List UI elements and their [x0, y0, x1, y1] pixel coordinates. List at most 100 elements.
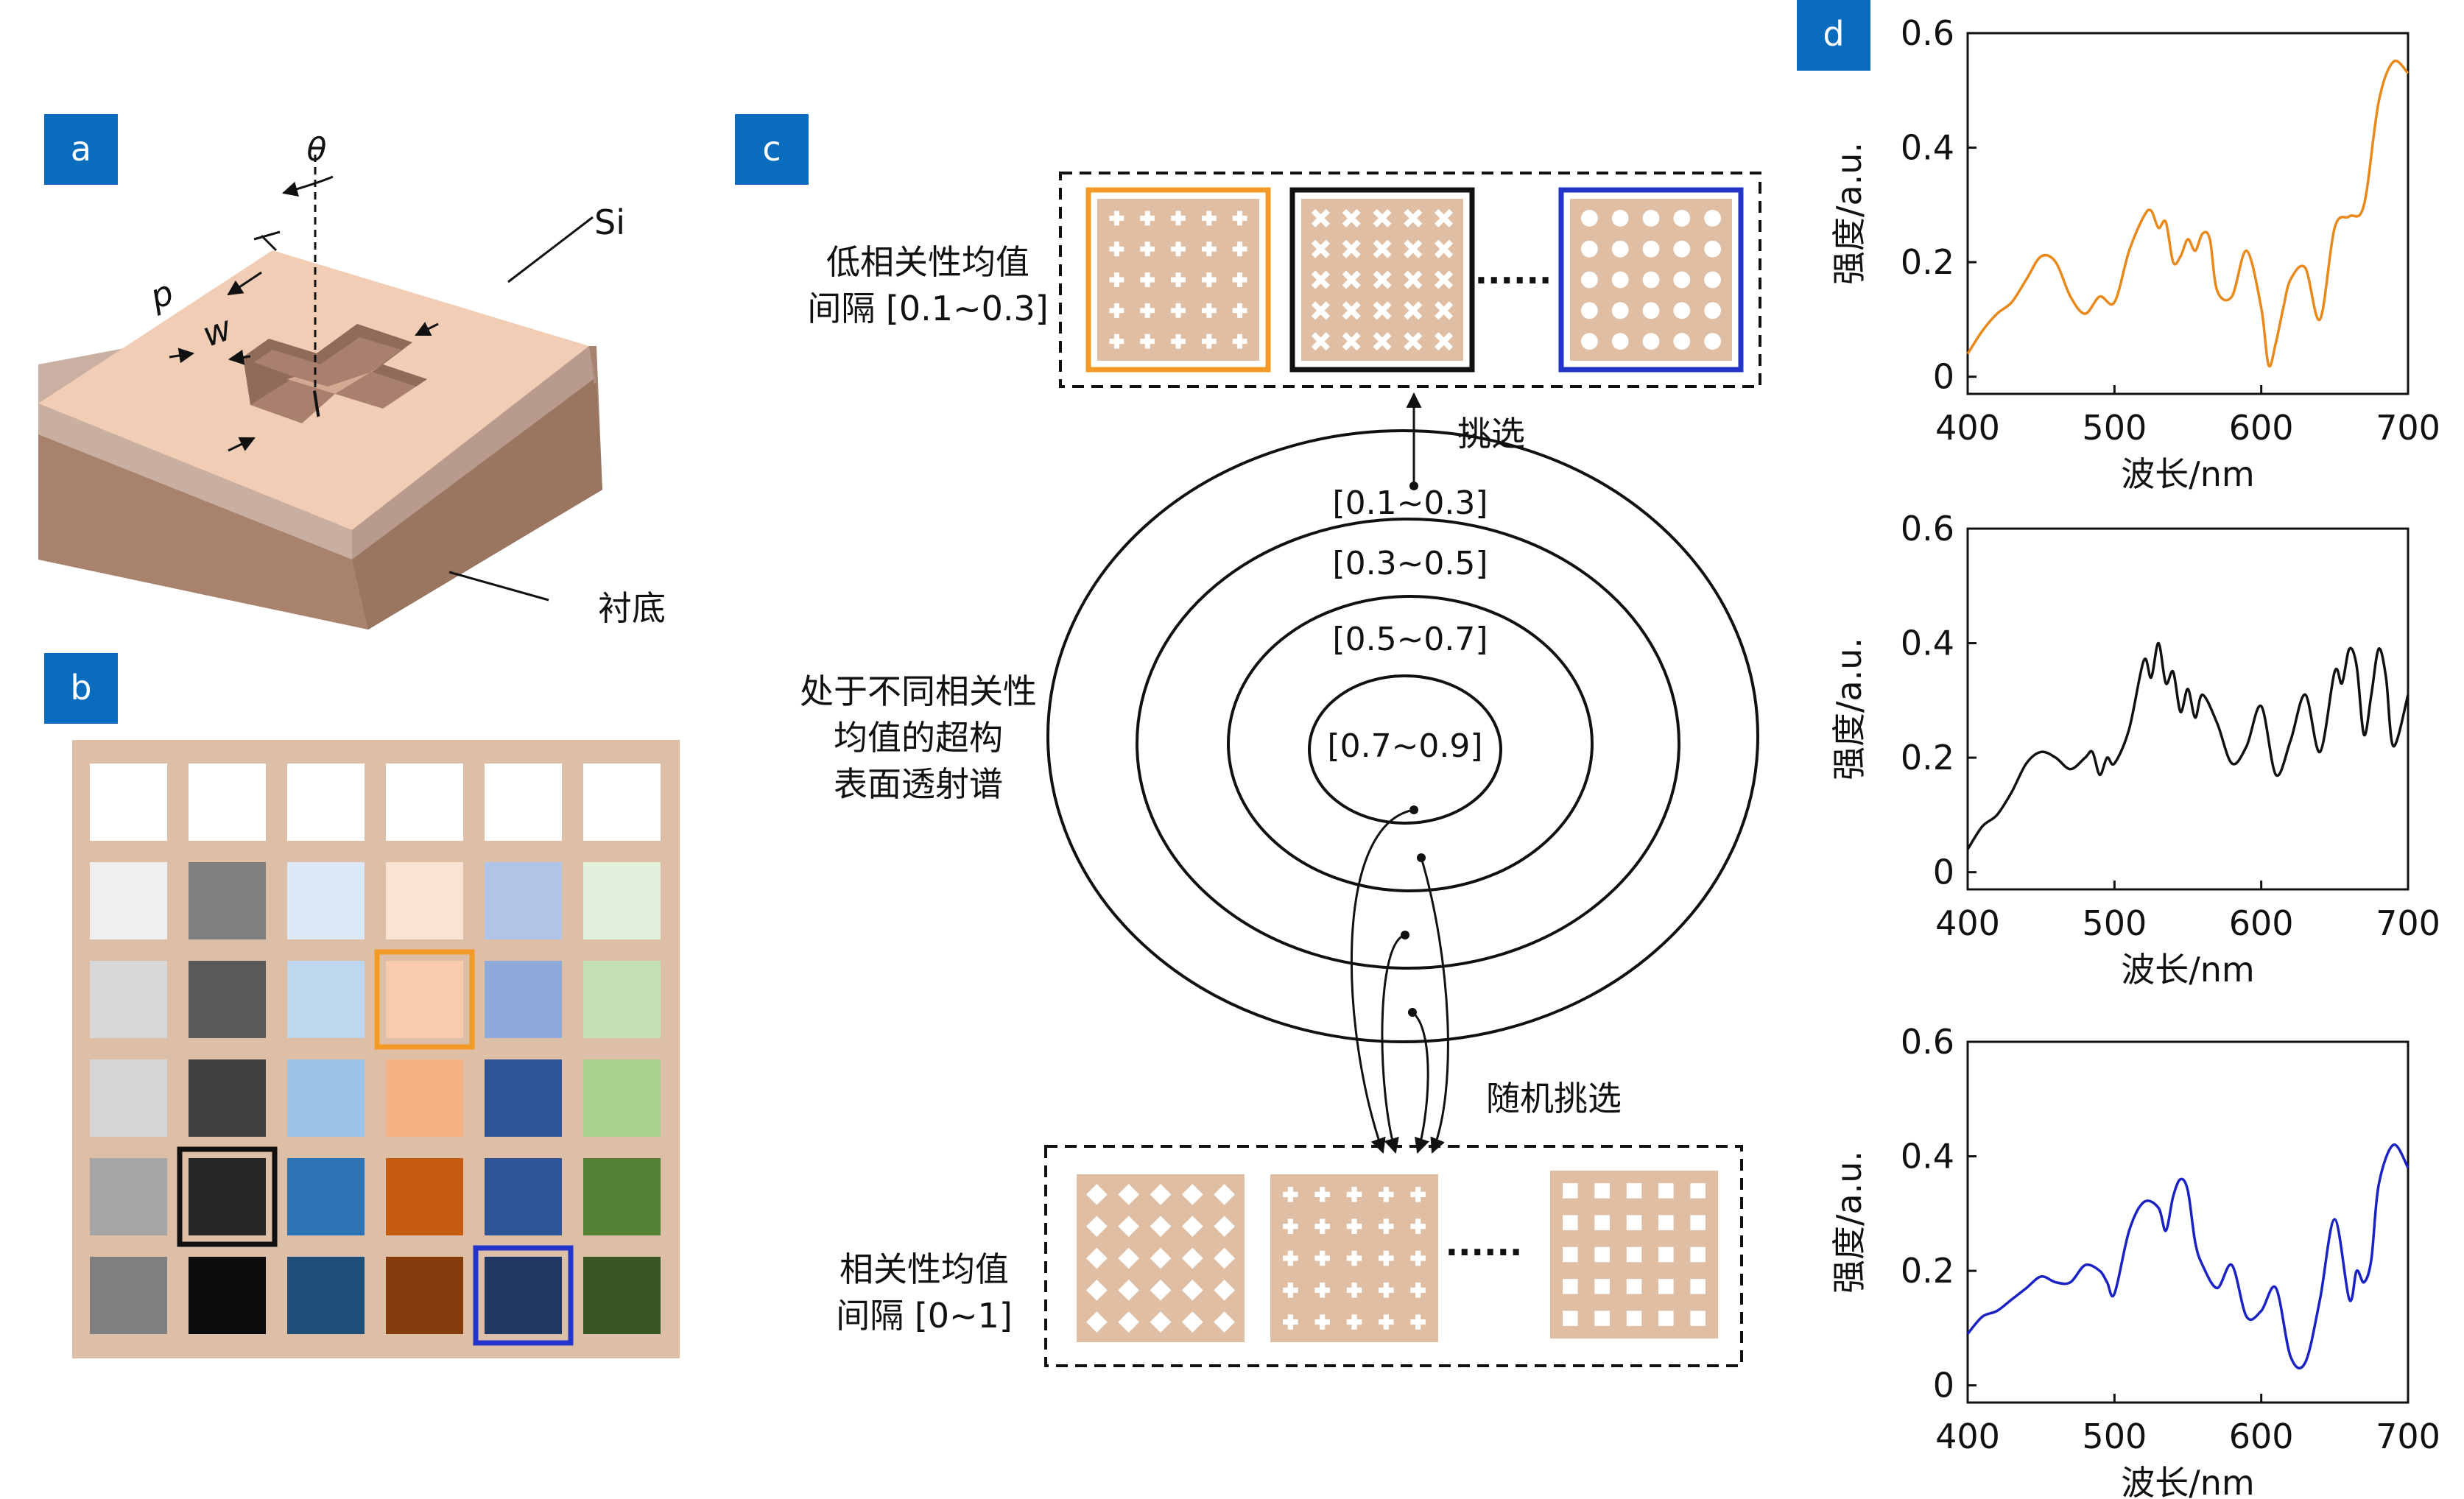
- pattern-hole: [1140, 241, 1155, 257]
- pattern-hole: [1346, 1187, 1362, 1202]
- palette-cell-r4-c4: [485, 1158, 562, 1235]
- palette-cell-r2-c5: [583, 961, 661, 1038]
- pattern-hole: [1311, 270, 1330, 289]
- pattern-hole: [1171, 334, 1186, 349]
- palette-cell-r3-c2: [287, 1059, 365, 1137]
- pattern-hole: [1673, 240, 1691, 258]
- pattern-hole: [1314, 1283, 1330, 1298]
- pattern-hole: [1214, 1279, 1236, 1301]
- y-tick-label: 0.6: [1901, 13, 1954, 53]
- pattern-hole: [1404, 332, 1423, 351]
- pattern-hole: [1435, 332, 1454, 351]
- palette-cell-r1-c4: [485, 862, 562, 939]
- pattern-hole: [1410, 1218, 1426, 1234]
- palette-highlight-2: [473, 1245, 574, 1346]
- y-tick-label: 0: [1933, 357, 1954, 397]
- palette-cell-r4-c2: [287, 1158, 365, 1235]
- pattern-hole: [1085, 1311, 1108, 1333]
- palette-cell-r3-c5: [583, 1059, 661, 1137]
- pattern-hole: [1085, 1279, 1108, 1301]
- palette-cell-r1-c3: [386, 862, 463, 939]
- pattern-hole: [1563, 1279, 1578, 1294]
- pattern-hole: [1311, 239, 1330, 258]
- pattern-hole: [1214, 1311, 1236, 1333]
- pattern-hole: [1109, 334, 1124, 349]
- x-axis-label: 波长/nm: [2121, 1463, 2254, 1499]
- pattern-hole: [1690, 1183, 1706, 1199]
- pattern-hole: [1611, 271, 1629, 289]
- palette-cell-r4-c5: [583, 1158, 661, 1235]
- pattern-hole: [1283, 1314, 1298, 1330]
- pattern-hole: [1581, 210, 1598, 227]
- pattern-hole: [1658, 1215, 1674, 1230]
- bottom-selection-box: [1044, 1145, 1743, 1367]
- pattern-hole: [1658, 1183, 1674, 1199]
- x-tick-label: 400: [1935, 408, 2000, 448]
- pattern-hole: [1171, 241, 1186, 257]
- pattern-hole: [1435, 239, 1454, 258]
- pattern-hole: [1581, 302, 1598, 320]
- y-axis-label: 强度/a.u.: [1829, 1151, 1869, 1294]
- pattern-hole: [1704, 333, 1721, 350]
- pattern-hole: [1201, 272, 1217, 287]
- y-tick-label: 0.4: [1901, 1137, 1954, 1177]
- palette-cell-r0-c3: [386, 763, 463, 841]
- pattern-hole: [1118, 1247, 1140, 1269]
- top-ellipsis: ......: [1475, 252, 1552, 292]
- pattern-hole: [1379, 1218, 1394, 1234]
- pattern-hole: [1581, 271, 1598, 289]
- pattern-hole: [1611, 302, 1629, 320]
- p-label: p: [144, 272, 179, 317]
- pattern-hole: [1311, 301, 1330, 320]
- ring-label-4: [0.7~0.9]: [1327, 727, 1482, 765]
- pattern-hole: [1171, 272, 1186, 287]
- svg-text:a: a: [71, 129, 91, 169]
- pattern-hole: [1342, 208, 1361, 228]
- pattern-hole: [1214, 1183, 1236, 1205]
- spectrum-line: [1966, 59, 2410, 368]
- pattern-hole: [1642, 210, 1660, 227]
- pattern-hole: [1404, 270, 1423, 289]
- pattern-hole: [1379, 1283, 1394, 1298]
- pattern-hole: [1171, 211, 1186, 226]
- pattern-hole: [1690, 1246, 1706, 1263]
- pattern-hole: [1563, 1215, 1578, 1230]
- pattern-hole: [1118, 1183, 1140, 1205]
- pattern-hole: [1118, 1311, 1140, 1333]
- panel-c: c 低相关性均值 间隔 [0.1~0.3] ...... 挑选 [0.1~0.3…: [735, 114, 1761, 1367]
- pattern-hole: [1314, 1314, 1330, 1330]
- pattern-hole: [1140, 272, 1155, 287]
- cross-hole: [243, 324, 427, 423]
- ring-0.1-0.3: [1046, 429, 1759, 1043]
- pattern-hole: [1181, 1279, 1203, 1301]
- ring-0.3-0.5: [1136, 518, 1680, 970]
- left-label-line1: 处于不同相关性: [800, 671, 1037, 711]
- palette-highlight-0: [374, 949, 475, 1050]
- pattern-hole: [1373, 301, 1392, 320]
- plot-frame: [1966, 1040, 2410, 1404]
- pattern-hole: [1626, 1311, 1642, 1326]
- pattern-hole: [1690, 1311, 1706, 1326]
- pattern-hole: [1410, 1283, 1426, 1298]
- pattern-hole: [1232, 211, 1247, 226]
- left-label-line3: 表面透射谱: [834, 764, 1003, 804]
- pattern-hole: [1181, 1247, 1203, 1269]
- pattern-hole: [1214, 1247, 1236, 1269]
- palette-cell-r1-c2: [287, 862, 365, 939]
- bottom-box-label-line2: 间隔 [0~1]: [836, 1296, 1013, 1336]
- pattern-hole: [1214, 1216, 1236, 1238]
- x-tick-label: 500: [2082, 408, 2147, 448]
- top-box-label-line2: 间隔 [0.1~0.3]: [807, 289, 1048, 328]
- top-pattern-frame-2: [1558, 187, 1744, 373]
- pattern-hole: [1404, 239, 1423, 258]
- pattern-hole: [1181, 1183, 1203, 1205]
- x-tick-label: 700: [2376, 903, 2440, 943]
- pattern-hole: [1311, 208, 1330, 228]
- pattern-hole: [1232, 241, 1247, 257]
- pattern-hole: [1085, 1247, 1108, 1269]
- y-tick-label: 0.4: [1901, 624, 1954, 663]
- x-tick-label: 600: [2229, 408, 2294, 448]
